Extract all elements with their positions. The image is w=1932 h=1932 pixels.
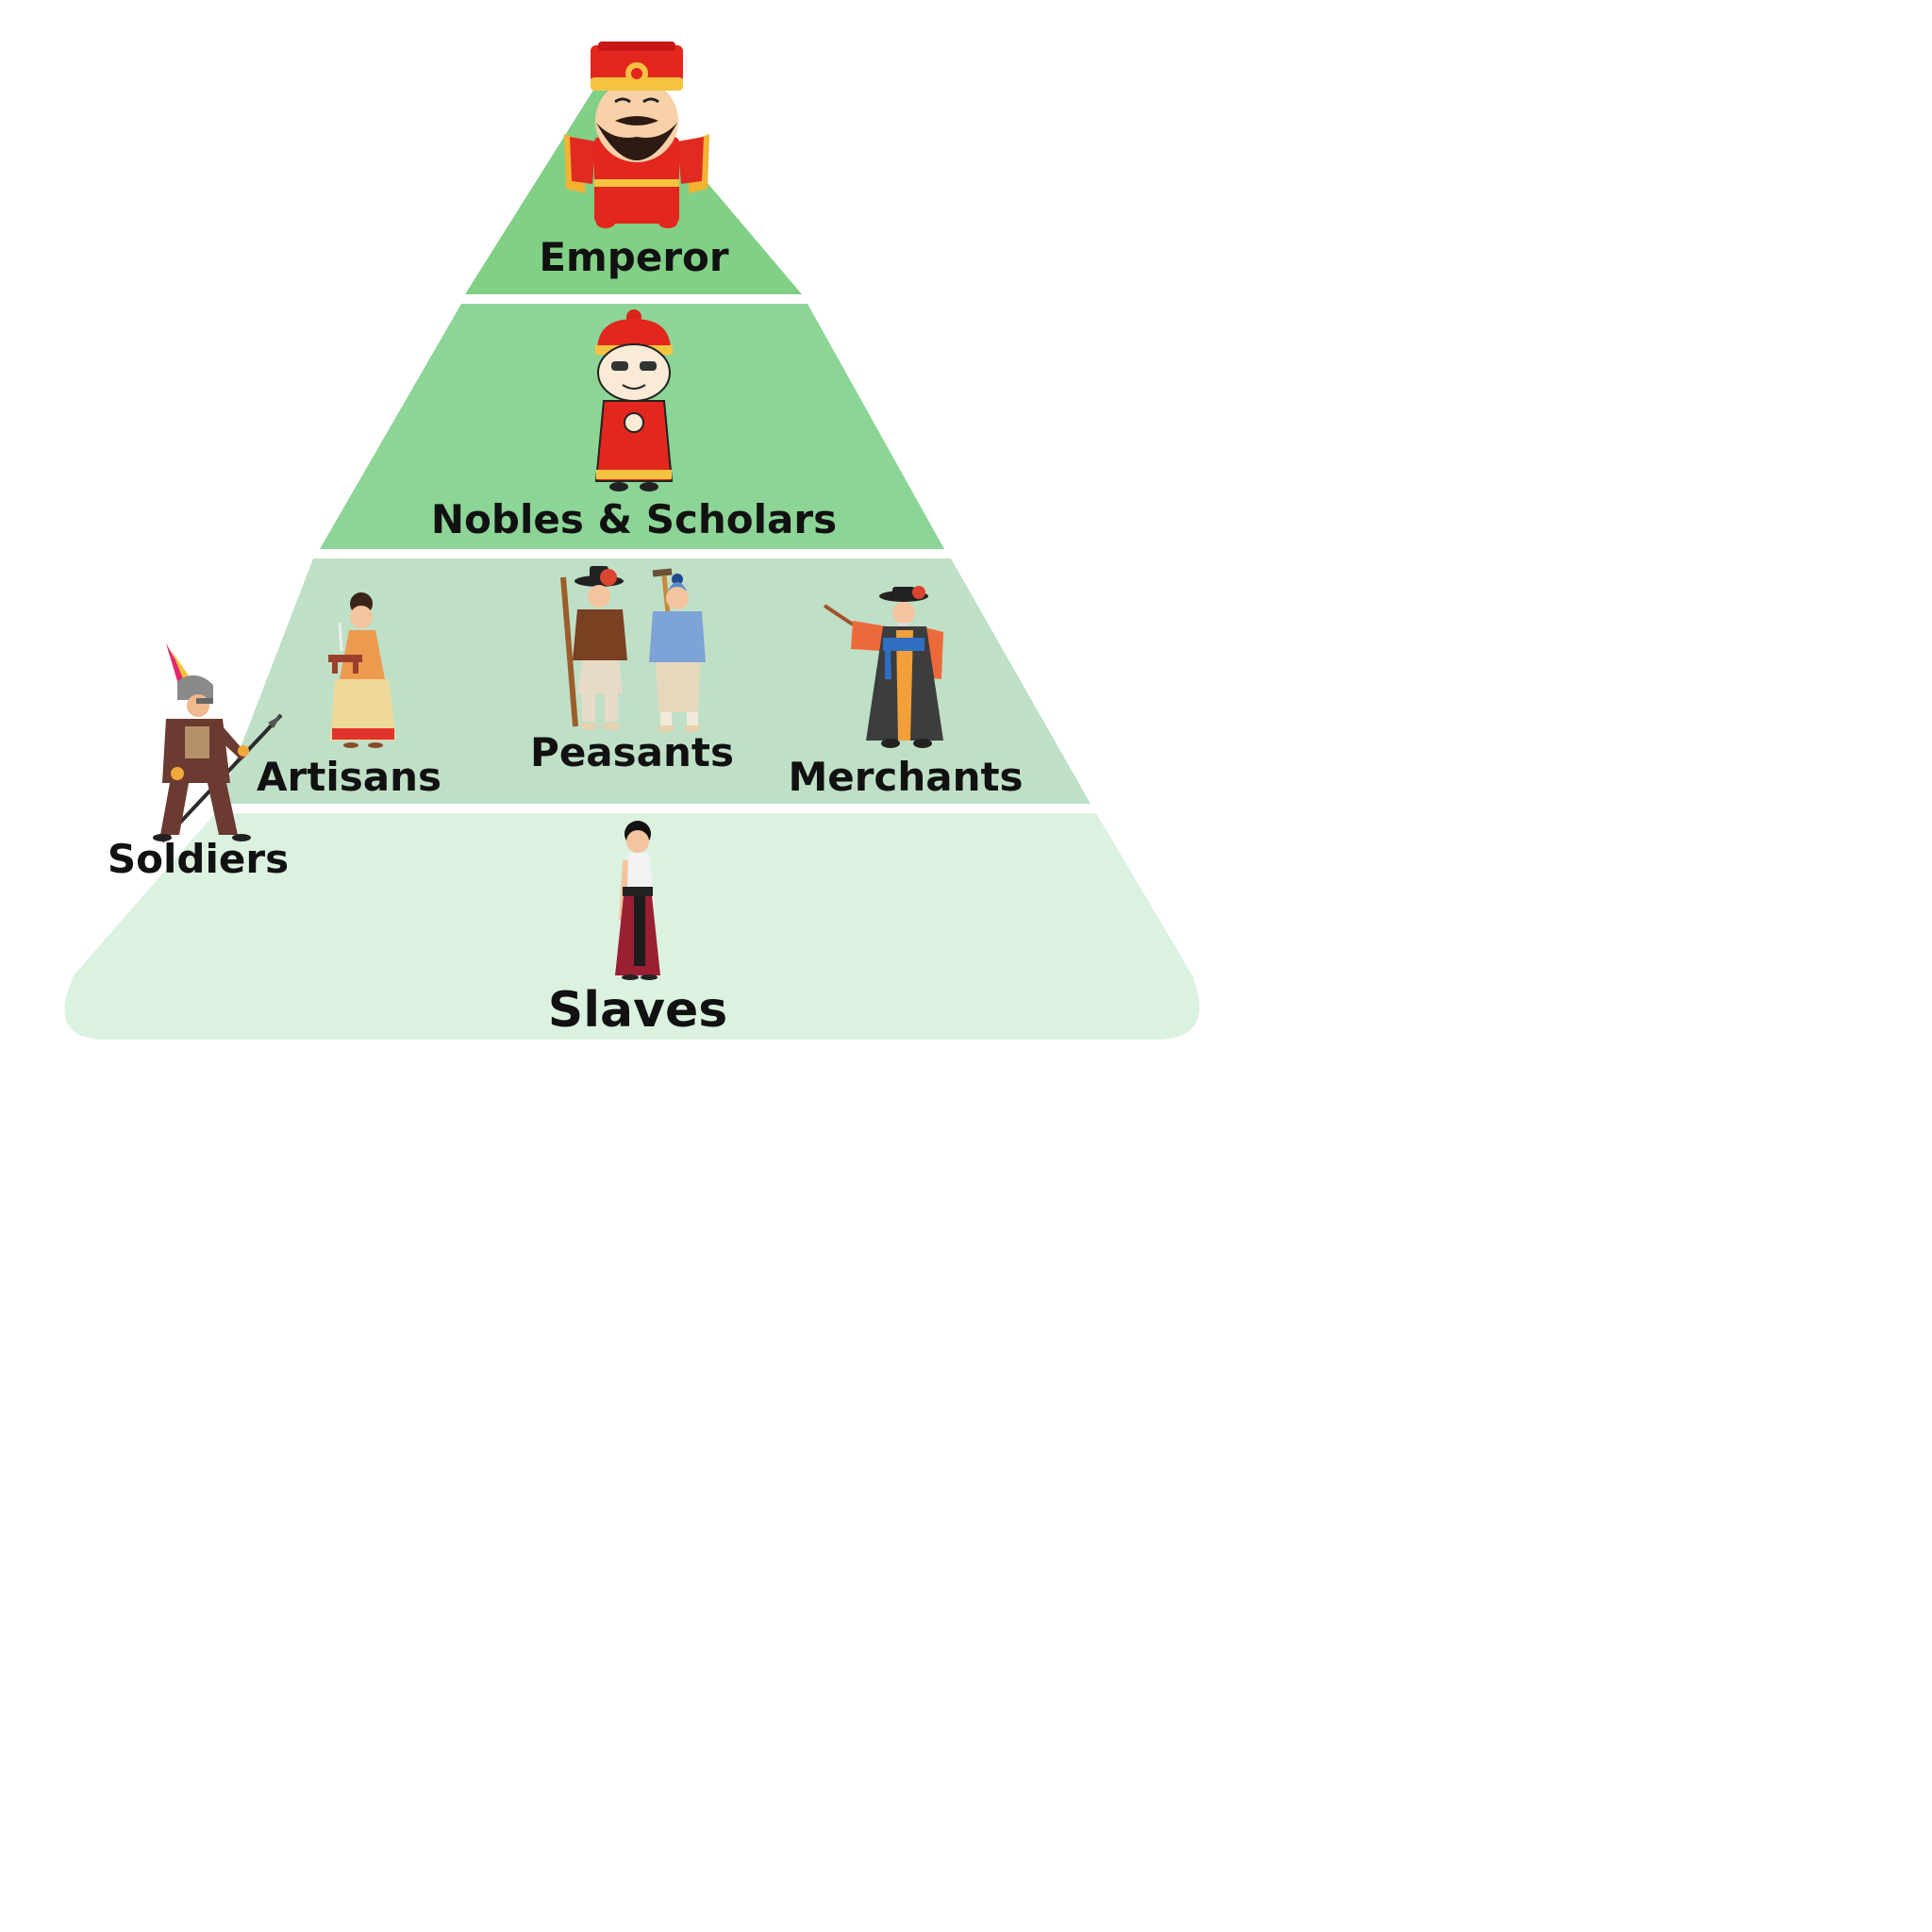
noble-scholar-icon <box>594 309 674 491</box>
artisan-icon <box>328 592 396 748</box>
emperor-icon <box>564 42 709 228</box>
slaves-label: Slaves <box>548 982 727 1039</box>
nobles-scholars-label: Nobles & Scholars <box>431 496 837 542</box>
peasant-icon-2 <box>649 568 706 732</box>
merchants-label: Merchants <box>788 754 1023 800</box>
emperor-label: Emperor <box>539 234 729 280</box>
soldier-icon <box>153 643 283 843</box>
peasant-icon-1 <box>560 566 627 730</box>
slave-icon <box>615 821 660 980</box>
tier-artisans-peasants-merchants <box>219 558 1091 804</box>
peasants-label: Peasants <box>530 729 734 775</box>
artisans-label: Artisans <box>257 754 441 800</box>
merchant-icon <box>823 586 943 748</box>
soldiers-label: Soldiers <box>108 836 289 882</box>
